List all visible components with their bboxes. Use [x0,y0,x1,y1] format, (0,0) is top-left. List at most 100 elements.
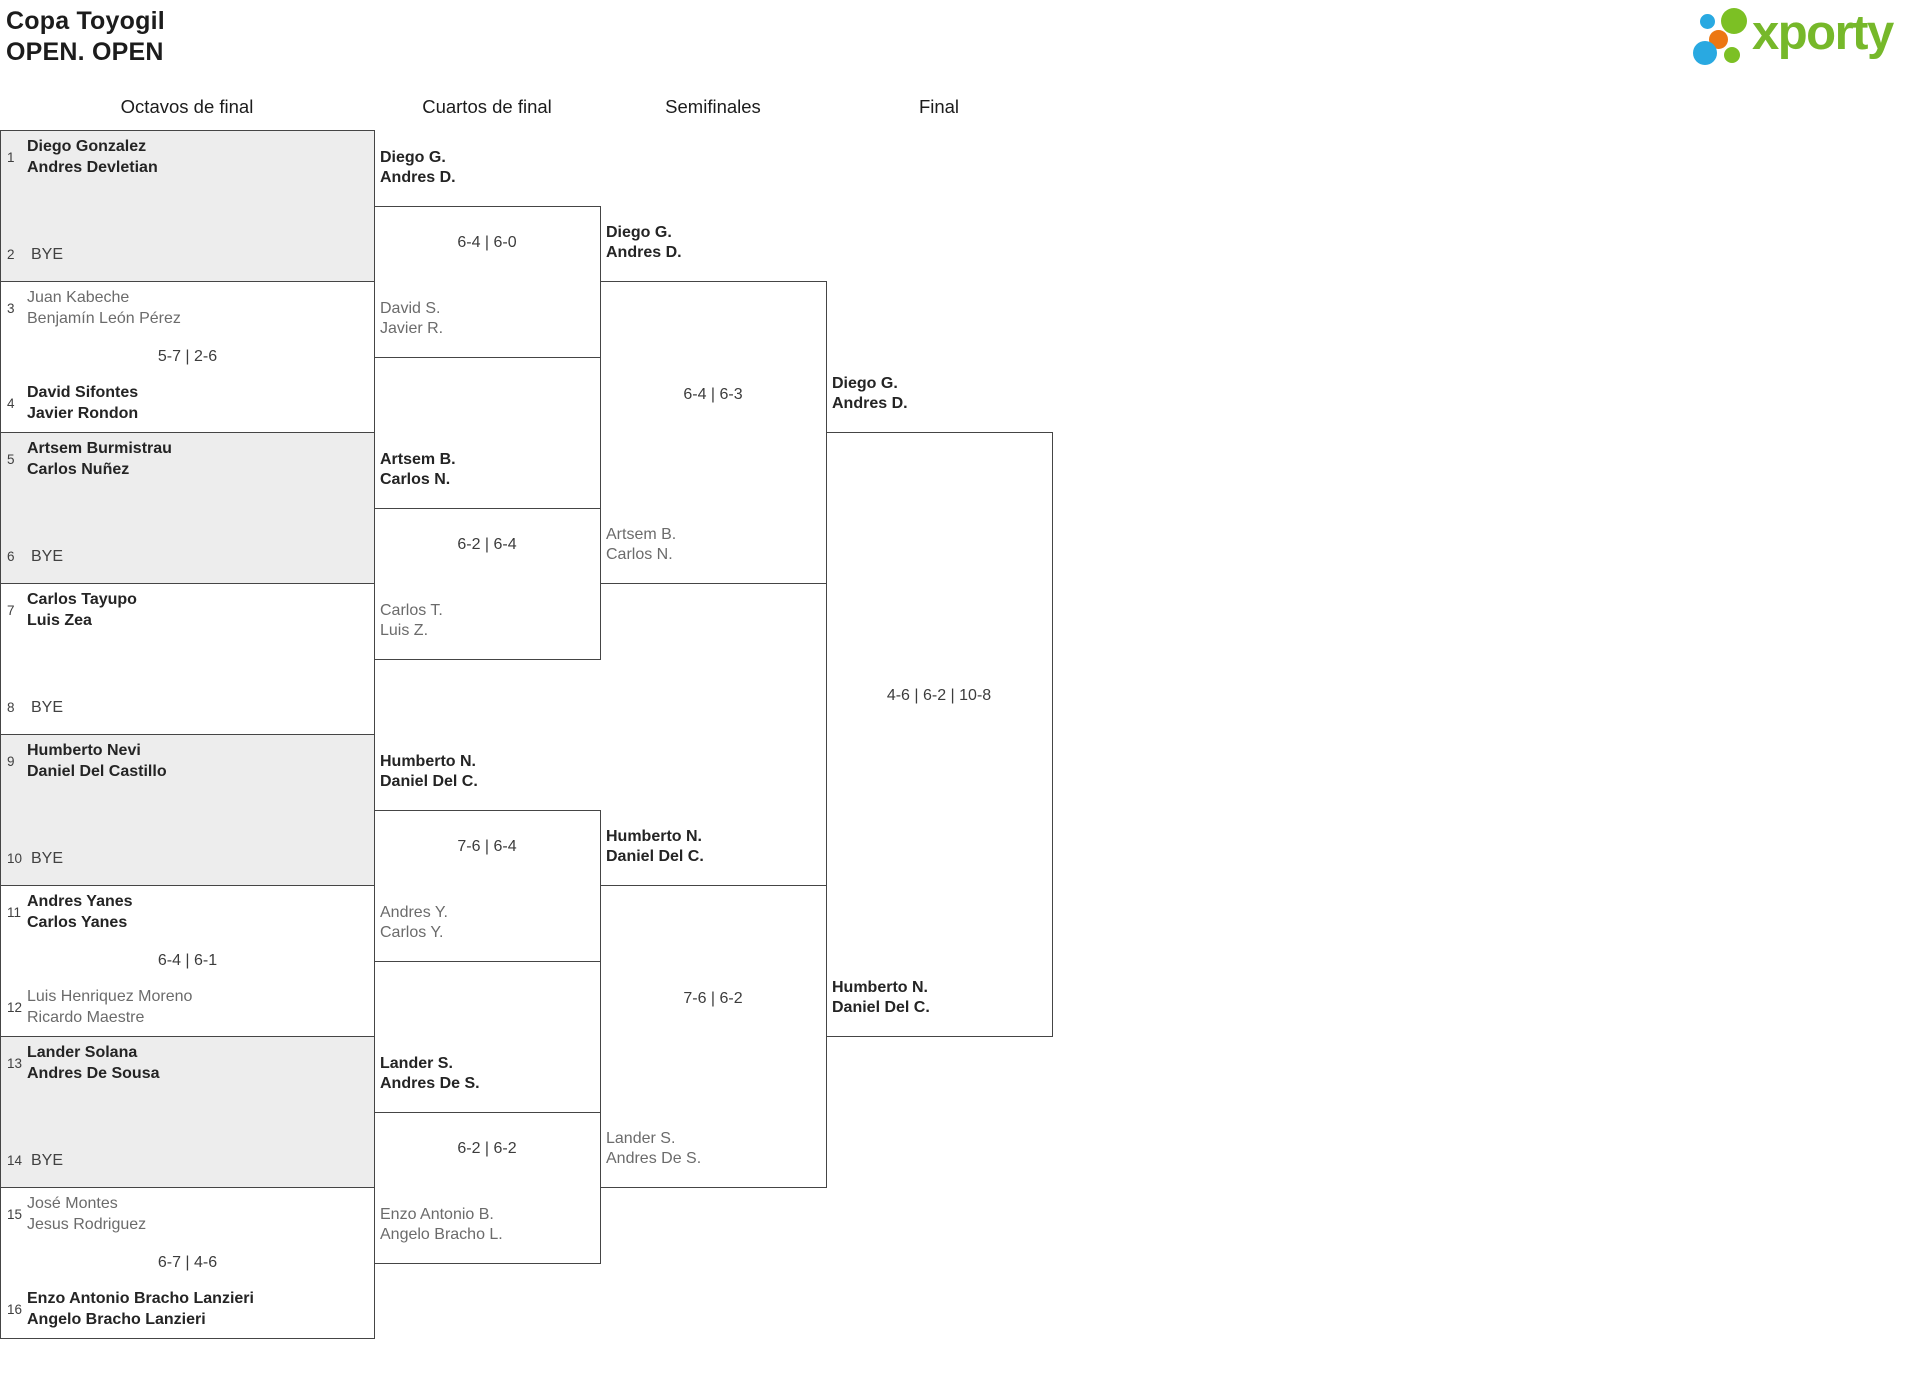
team-name-line: David Sifontes [27,384,139,401]
seed-number: 2 [7,247,15,262]
team-name-line: Angelo Bracho L. [380,1225,503,1243]
bye-label: BYE [31,246,64,263]
seed-number: 1 [7,149,15,165]
round-header: Semifinales [665,96,761,117]
team-name-line: Lander S. [606,1130,676,1147]
bye-label: BYE [31,1152,64,1169]
seed-number: 6 [7,549,15,564]
team-name-line: Humberto N. [832,979,928,996]
logo-dot-icon [1693,41,1717,65]
logo-dot-icon [1721,8,1747,34]
team-name-line: Andres Devletian [27,158,158,176]
participant-label: Lander S.Andres De S. [606,1129,818,1169]
round-header: Octavos de final [120,96,254,117]
page-title: Copa Toyogil OPEN. OPEN [6,6,165,68]
seed-number: 9 [7,753,15,769]
match-score: 6-4 | 6-0 [457,233,517,251]
seed-number: 12 [7,999,23,1015]
team-name-line: Enzo Antonio Bracho Lanzieri [27,1290,254,1307]
participant-label: Carlos T. Luis Z. [380,601,592,641]
team-name-line: Humberto N. [380,752,476,770]
team-name-line: Carlos Nuñez [27,460,130,478]
participant-label: Lander S.Andres De S. [380,1054,592,1094]
seed-number: 15 [7,1206,23,1222]
round-header: Final [918,96,960,117]
seed-number: 11 [7,904,22,920]
team-name-line: Carlos Yanes [27,913,128,931]
team-name-line: Ricardo Maestre [27,1008,145,1026]
participant-label: Artsem B. Carlos N. [380,450,592,490]
seed-number: 13 [7,1055,23,1071]
participant-label: Andres Y.Carlos Y. [380,903,592,943]
bye-label: BYE [31,548,64,565]
seed-number: 7 [7,602,15,618]
xporty-logo-text: xporty [1752,6,1894,60]
tournament-name: Copa Toyogil [6,7,165,35]
team-name-line: Carlos N. [380,470,451,488]
participant-label: Humberto N. Daniel Del C. [606,827,818,867]
team-name-line: Enzo Antonio B. [380,1205,494,1223]
team-name-line: Carlos N. [606,546,673,563]
team-name-line: Andres De Sousa [27,1064,160,1082]
team-name-line: Daniel Del C. [380,772,478,790]
match-score: 6-2 | 6-2 [457,1139,517,1157]
team-name-line: Carlos Tayupo [27,591,137,608]
participant-label: Diego G.Andres D. [380,148,592,188]
team-name-line: Luis Z. [380,621,429,639]
logo-dot-icon [1724,47,1740,63]
team-name-line: Carlos T. [380,601,443,619]
participant-label: Humberto N. Daniel Del C. [832,978,1044,1018]
team-name-line: Diego Gonzalez [27,138,147,155]
team-name-line: José Montes [27,1195,118,1212]
team-name-line: Angelo Bracho Lanzieri [27,1310,206,1328]
team-name-line: Humberto N. [606,828,702,845]
participant-label: Humberto N. Daniel Del C. [380,752,592,792]
bye-label: BYE [31,850,64,867]
team-name-line: Javier Rondon [27,404,139,422]
bye-label: BYE [31,699,64,716]
participant-label: Diego G. Andres D. [832,374,1044,414]
category-name: OPEN. OPEN [6,38,164,66]
participant-label: Diego G.Andres D. [606,223,818,263]
match-score: 5-7 | 2-6 [157,348,218,365]
seed-number: 10 [7,851,23,866]
seed-number: 8 [7,700,15,715]
seed-number: 5 [7,451,15,467]
team-name-line: Andres D. [832,395,908,412]
team-name-line: Lander S. [380,1054,453,1072]
team-name-line: Carlos Y. [380,923,444,941]
team-name-line: Lander Solana [27,1044,138,1061]
match-score: 6-7 | 4-6 [157,1254,218,1271]
team-name-line: Daniel Del C. [606,848,704,865]
team-name-line: Luis Henriquez Moreno [27,988,193,1005]
team-name-line: Artsem B. [380,450,456,468]
participant-label: David S.Javier R. [380,299,592,339]
team-name-line: Jesus Rodriguez [27,1215,147,1233]
team-name-line: Diego G. [832,375,898,392]
team-name-line: Daniel Del C. [832,999,930,1016]
round-match-box [826,432,1053,1037]
match-score: 7-6 | 6-2 [683,990,743,1007]
team-name-line: Luis Zea [27,611,92,629]
team-name-line: David S. [380,299,441,317]
match-score: 6-4 | 6-3 [683,386,743,403]
participant-label: Enzo Antonio B. Angelo Bracho L. [380,1205,592,1245]
xporty-logo: xporty [1690,0,1920,80]
